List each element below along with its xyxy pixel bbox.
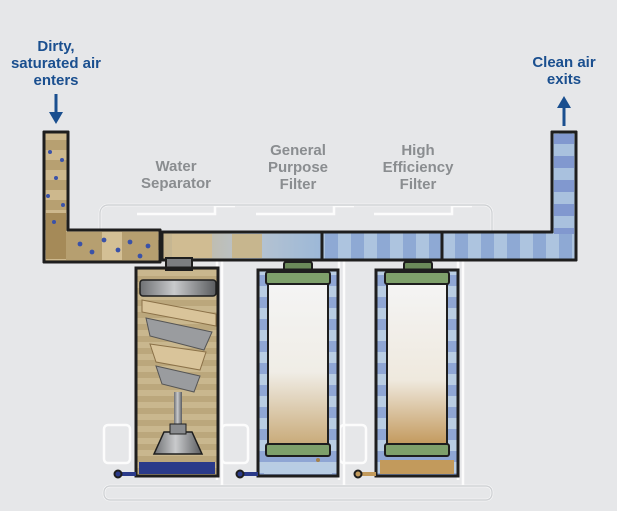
inlet-label-line-3: enters	[33, 72, 79, 89]
drain-valves	[113, 469, 376, 479]
outlet-label: Clean air exits	[526, 54, 602, 88]
water-separator-label-line-1: Water	[155, 158, 197, 175]
outlet-label-line-2: exits	[546, 71, 582, 88]
high-efficiency-filter-bowl	[374, 261, 460, 478]
general-purpose-filter-label-line-2: Purpose	[267, 159, 328, 176]
outlet-pipe	[440, 130, 578, 262]
transfer-pipe-2	[320, 230, 444, 262]
high-efficiency-filter-label-line-3: Filter	[399, 176, 437, 193]
arrow-up-icon	[557, 96, 571, 126]
water-separator-bowl	[134, 257, 220, 478]
high-efficiency-filter-label: High Efficiency Filter	[371, 142, 465, 193]
water-separator-label: Water Separator	[130, 158, 222, 192]
general-purpose-filter-bowl	[256, 261, 340, 478]
inlet-label: Dirty, saturated air enters	[10, 38, 102, 89]
high-efficiency-filter-label-line-2: Efficiency	[382, 159, 454, 176]
swirl-baffle	[139, 279, 217, 455]
general-purpose-filter-label: General Purpose Filter	[252, 142, 344, 193]
arrow-down-icon	[49, 94, 63, 124]
inlet-label-line-1: Dirty,	[37, 38, 75, 55]
water-separator-label-line-2: Separator	[140, 175, 212, 192]
high-efficiency-filter-label-line-1: High	[401, 142, 435, 159]
outlet-label-line-1: Clean air	[532, 54, 596, 71]
general-purpose-filter-label-line-3: Filter	[279, 176, 317, 193]
general-purpose-filter-label-line-1: General	[270, 142, 326, 159]
inlet-label-line-2: saturated air	[10, 55, 102, 72]
inlet-pipe	[42, 130, 162, 264]
transfer-pipe-1	[160, 230, 324, 262]
